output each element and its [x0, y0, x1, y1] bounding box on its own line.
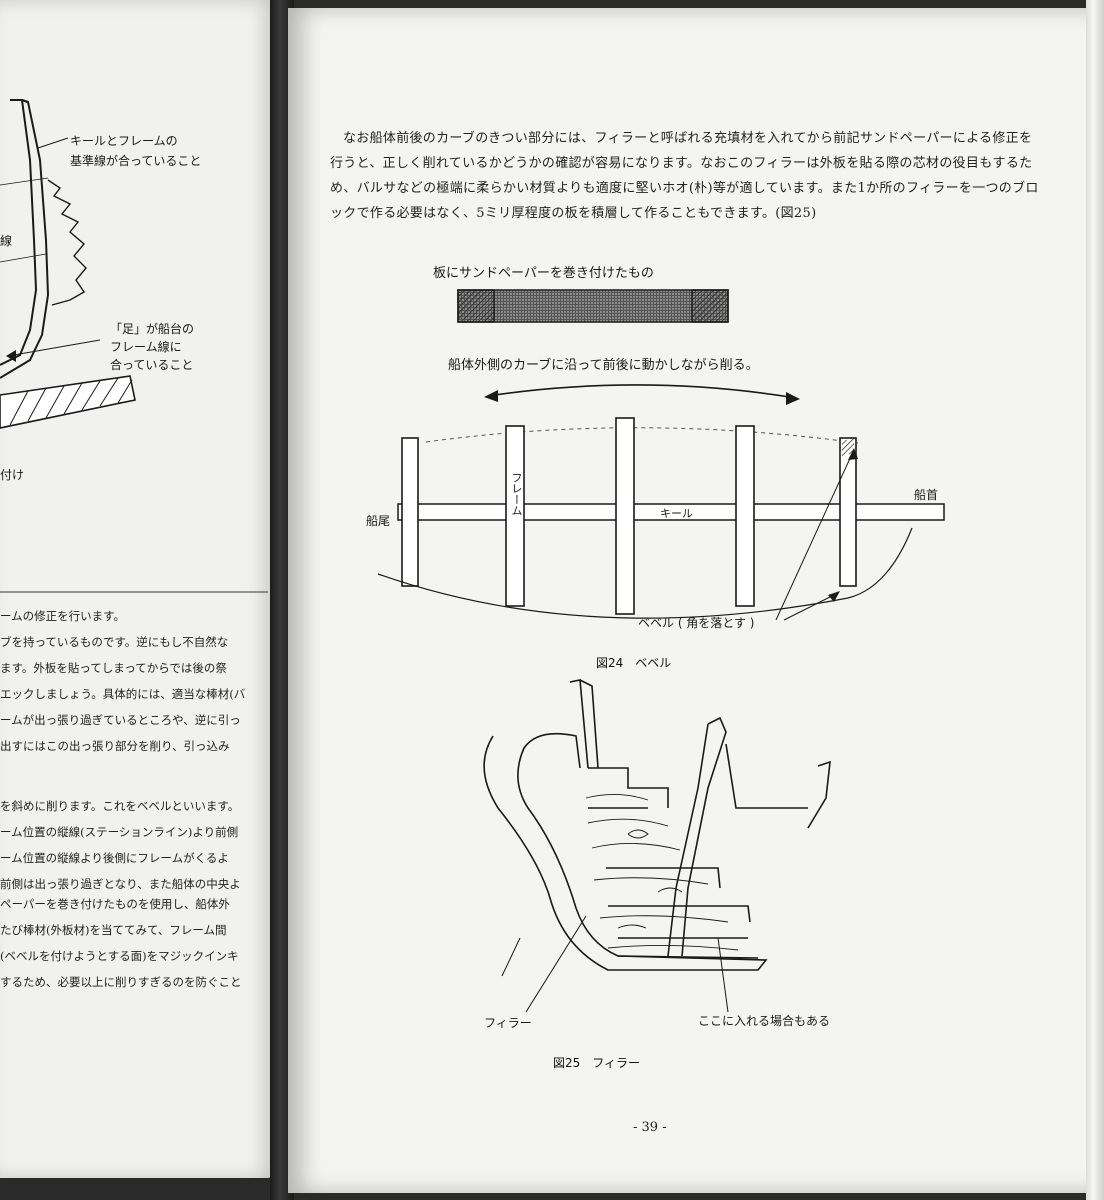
left-text-line: ペーパーを巻き付けたものを使用し、船体外	[0, 897, 230, 911]
figure-24-caption: 図24 ベベル	[596, 656, 672, 670]
left-text-line: ーム位置の縦線より後側にフレームがくるよ	[0, 851, 229, 865]
left-text-line: ます。外板を貼ってしまってからでは後の祭	[0, 661, 227, 675]
callout-fragment-b: 付け	[0, 468, 25, 482]
left-text-line: ームが出っ張り過ぎているところや、逆に引っ	[0, 713, 241, 727]
right-page: なお船体前後のカーブのきつい部分には、フィラーと呼ばれる充填材を入れてから前記サ…	[288, 8, 1094, 1193]
keel	[397, 503, 945, 521]
callout-foot-line1: 「足」が船台の	[110, 322, 195, 336]
left-text-line: を斜めに削ります。これをベベルといいます。	[0, 799, 240, 813]
motion-arrow	[487, 384, 797, 399]
figure-25-caption: 図25 フィラー	[553, 1056, 641, 1070]
callout-fragment-a: 線	[0, 234, 13, 248]
also-here-label: ここに入れる場合もある	[698, 1014, 831, 1028]
sander-label: 板にサンドペーパーを巻き付けたもの	[433, 266, 654, 281]
callout-foot-line3: 合っていること	[110, 358, 194, 372]
left-text-line: するため、必要以上に削りすぎるのを防ぐこと	[0, 975, 242, 989]
frame	[401, 437, 419, 587]
page-edge	[1086, 0, 1104, 1200]
body-paragraph: なお船体前後のカーブのきつい部分には、フィラーと呼ばれる充填材を入れてから前記サ…	[330, 126, 1040, 226]
left-text-line: エックしましょう。具体的には、適当な棒材(バ	[0, 687, 246, 701]
figure-25-filler	[483, 679, 831, 1013]
left-page: キールとフレームの 基準線が合っていること 線 「足」が船台の フレーム線に 合…	[0, 0, 275, 1178]
frame-label: フレーム	[510, 472, 523, 516]
stern-label: 船尾	[366, 514, 391, 528]
hull-outline	[377, 527, 913, 619]
filler-label: フィラー	[484, 1016, 532, 1030]
bow-label: 船首	[914, 488, 939, 502]
callout-keel-frame-line1: キールとフレームの	[70, 134, 178, 148]
paragraph-text: なお船体前後のカーブのきつい部分には、フィラーと呼ばれる充填材を入れてから前記サ…	[330, 131, 1039, 221]
left-text-line: 前側は出っ張り過ぎとなり、また船体の中央よ	[0, 877, 241, 891]
motion-label: 船体外側のカーブに沿って前後に動かしながら削る。	[448, 358, 759, 373]
left-text-line: 出すにはこの出っ張り部分を削り、引っ込み	[0, 739, 230, 753]
page-number: - 39 -	[633, 1120, 667, 1135]
sanding-block	[457, 289, 729, 323]
callout-keel-frame-line2: 基準線が合っていること	[70, 154, 202, 168]
left-text-line: (ベベルを付けようとする面)をマジックインキ	[0, 949, 239, 963]
callout-foot-line2: フレーム線に	[110, 340, 182, 354]
left-text-line: ブを持っているものです。逆にもし不自然な	[0, 635, 229, 649]
bevel-label: ベベル ( 角を落とす )	[638, 616, 755, 630]
left-page-figure	[0, 99, 268, 593]
left-text-line: たび棒材(外板材)を当ててみて、フレーム間	[0, 923, 227, 937]
figure-24-bevel	[377, 289, 945, 621]
left-text-line: ームの修正を行います。	[0, 609, 126, 623]
keel-label: キール	[660, 507, 693, 520]
left-text-line: ーム位置の縦線(ステーションライン)より前側	[0, 825, 239, 839]
